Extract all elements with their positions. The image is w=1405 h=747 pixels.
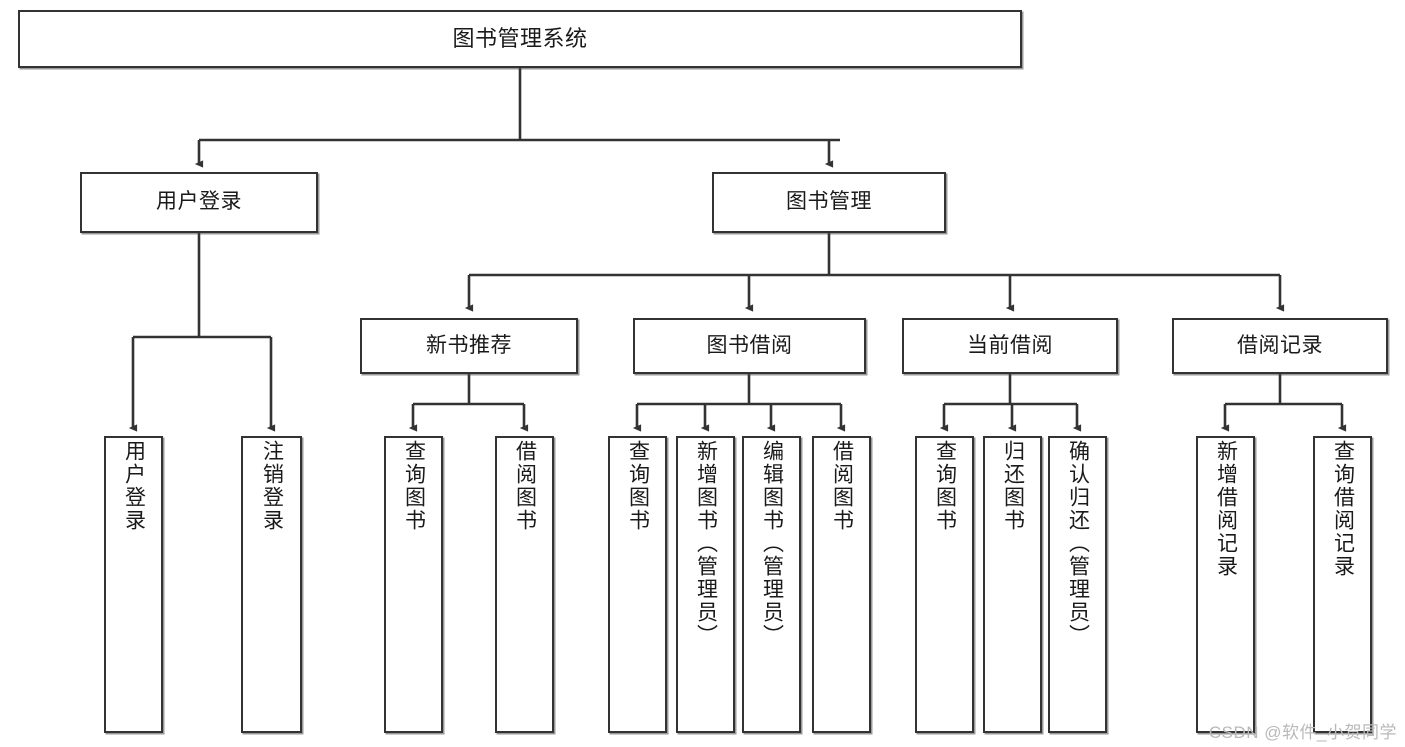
node-label: 当前借阅 [967, 333, 1053, 357]
leaf-current-borrow-query[interactable]: 查询图书 [915, 436, 974, 733]
leaf-book-borrow-add[interactable]: 新增图书（管理员） [676, 436, 735, 733]
node-borrow-record[interactable]: 借阅记录 [1172, 318, 1388, 374]
node-label: 借阅图书 [830, 440, 854, 532]
node-label: 新增借阅记录 [1214, 440, 1238, 578]
node-user-login[interactable]: 用户登录 [80, 172, 318, 233]
leaf-book-borrow-query[interactable]: 查询图书 [608, 436, 667, 733]
leaf-new-book-borrow[interactable]: 借阅图书 [495, 436, 554, 733]
node-root-system[interactable]: 图书管理系统 [18, 10, 1022, 68]
node-label: 图书借阅 [706, 333, 793, 357]
node-label: 借阅记录 [1237, 333, 1323, 357]
leaf-current-borrow-return[interactable]: 归还图书 [983, 436, 1042, 733]
node-label: 查询借阅记录 [1331, 440, 1355, 578]
leaf-book-borrow-edit[interactable]: 编辑图书（管理员） [742, 436, 801, 733]
node-current-borrow[interactable]: 当前借阅 [902, 318, 1118, 374]
node-label: 新增图书（管理员） [694, 440, 718, 647]
node-book-borrow[interactable]: 图书借阅 [633, 318, 866, 374]
node-label: 用户登录 [156, 190, 242, 214]
leaf-borrow-record-query[interactable]: 查询借阅记录 [1313, 436, 1372, 733]
node-label: 查询图书 [402, 440, 426, 532]
node-label: 查询图书 [933, 440, 957, 532]
node-book-management[interactable]: 图书管理 [712, 172, 946, 233]
node-label: 借阅图书 [513, 440, 537, 532]
leaf-book-borrow-lend[interactable]: 借阅图书 [812, 436, 871, 733]
node-label: 查询图书 [626, 440, 650, 532]
node-label: 新书推荐 [426, 333, 512, 357]
node-label: 图书管理 [786, 190, 872, 214]
node-label: 用户登录 [122, 440, 146, 532]
node-label: 确认归还（管理员） [1066, 440, 1090, 647]
node-label: 图书管理系统 [452, 26, 588, 52]
node-label: 编辑图书（管理员） [760, 440, 784, 647]
node-label: 注销登录 [260, 440, 284, 532]
leaf-borrow-record-add[interactable]: 新增借阅记录 [1196, 436, 1255, 733]
leaf-user-login-signin[interactable]: 用户登录 [104, 436, 163, 733]
node-new-book-recommend[interactable]: 新书推荐 [360, 318, 578, 374]
leaf-user-login-signout[interactable]: 注销登录 [241, 436, 302, 733]
leaf-current-borrow-confirm-return[interactable]: 确认归还（管理员） [1048, 436, 1107, 733]
leaf-new-book-query[interactable]: 查询图书 [384, 436, 443, 733]
node-label: 归还图书 [1001, 440, 1025, 532]
watermark-text: CSDN @软件_小贺同学 [1208, 723, 1397, 742]
